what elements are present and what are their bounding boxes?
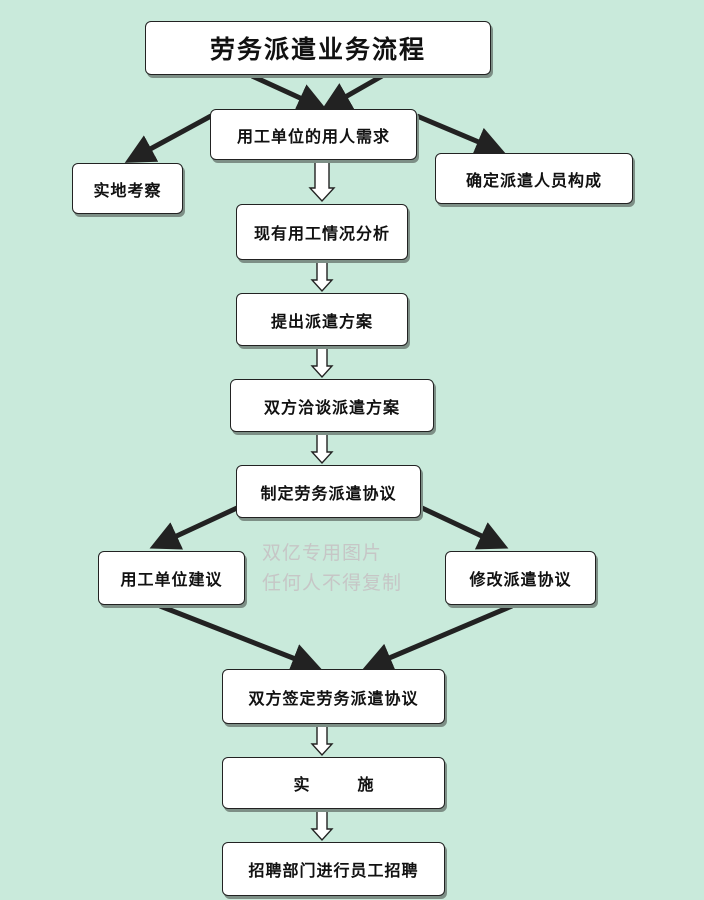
arrow-proposal-to-negotiation <box>310 347 334 379</box>
node-revise-agreement: 修改派遣协议 <box>445 551 596 605</box>
node-sign-agreement: 双方签定劳务派遣协议 <box>222 669 445 724</box>
node-implement: 实 施 <box>222 757 445 809</box>
watermark-line-1: 双亿专用图片 <box>262 542 383 564</box>
arrow-draft-to-revise-agreement <box>420 505 509 550</box>
arrow-analysis-to-proposal <box>310 261 334 293</box>
node-negotiation: 双方洽谈派遣方案 <box>230 379 434 432</box>
arrow-revise-agreement-to-sign <box>362 603 513 672</box>
node-implement-label-b: 施 <box>357 775 374 794</box>
arrow-title-to-demand-left <box>250 73 328 112</box>
flowchart-title: 劳务派遣业务流程 <box>209 35 426 64</box>
arrow-employer-suggestion-to-sign <box>159 603 322 673</box>
node-recruit-label: 招聘部门进行员工招聘 <box>248 861 419 880</box>
node-site-inspection-label: 实地考察 <box>93 180 162 200</box>
arrow-implement-to-recruit <box>310 810 334 842</box>
node-site-inspection: 实地考察 <box>72 163 183 214</box>
node-employer-suggestion-label: 用工单位建议 <box>120 570 223 589</box>
node-employer-suggestion: 用工单位建议 <box>98 551 245 605</box>
node-analysis: 现有用工情况分析 <box>236 204 408 260</box>
node-staff-composition-label: 确定派遣人员构成 <box>465 170 602 190</box>
node-staff-composition: 确定派遣人员构成 <box>435 153 633 204</box>
node-negotiation-label: 双方洽谈派遣方案 <box>263 397 400 417</box>
node-proposal-label: 提出派遣方案 <box>270 311 373 331</box>
watermark: 双亿专用图片 任何人不得复制 <box>262 538 402 598</box>
node-analysis-label: 现有用工情况分析 <box>253 224 390 243</box>
node-demand-label: 用工单位的用人需求 <box>236 126 390 146</box>
node-recruit: 招聘部门进行员工招聘 <box>222 842 445 896</box>
arrow-title-to-demand-right <box>320 73 384 111</box>
flowchart-title-box: 劳务派遣业务流程 <box>145 21 491 75</box>
arrow-demand-to-staff-composition <box>416 113 506 156</box>
node-demand: 用工单位的用人需求 <box>210 109 417 160</box>
node-proposal: 提出派遣方案 <box>236 293 408 346</box>
watermark-line-2: 任何人不得复制 <box>262 572 403 594</box>
arrow-demand-to-site-inspection <box>124 113 213 163</box>
arrow-negotiation-to-draft <box>310 433 334 465</box>
node-implement-label-a: 实 <box>293 775 310 794</box>
arrow-sign-to-implement <box>310 725 334 757</box>
arrow-demand-to-analysis <box>308 161 336 203</box>
node-sign-agreement-label: 双方签定劳务派遣协议 <box>248 688 419 708</box>
arrow-draft-to-employer-suggestion <box>149 505 239 550</box>
node-draft-agreement: 制定劳务派遣协议 <box>236 465 421 518</box>
node-draft-agreement-label: 制定劳务派遣协议 <box>260 483 397 503</box>
node-revise-agreement-label: 修改派遣协议 <box>469 570 572 589</box>
